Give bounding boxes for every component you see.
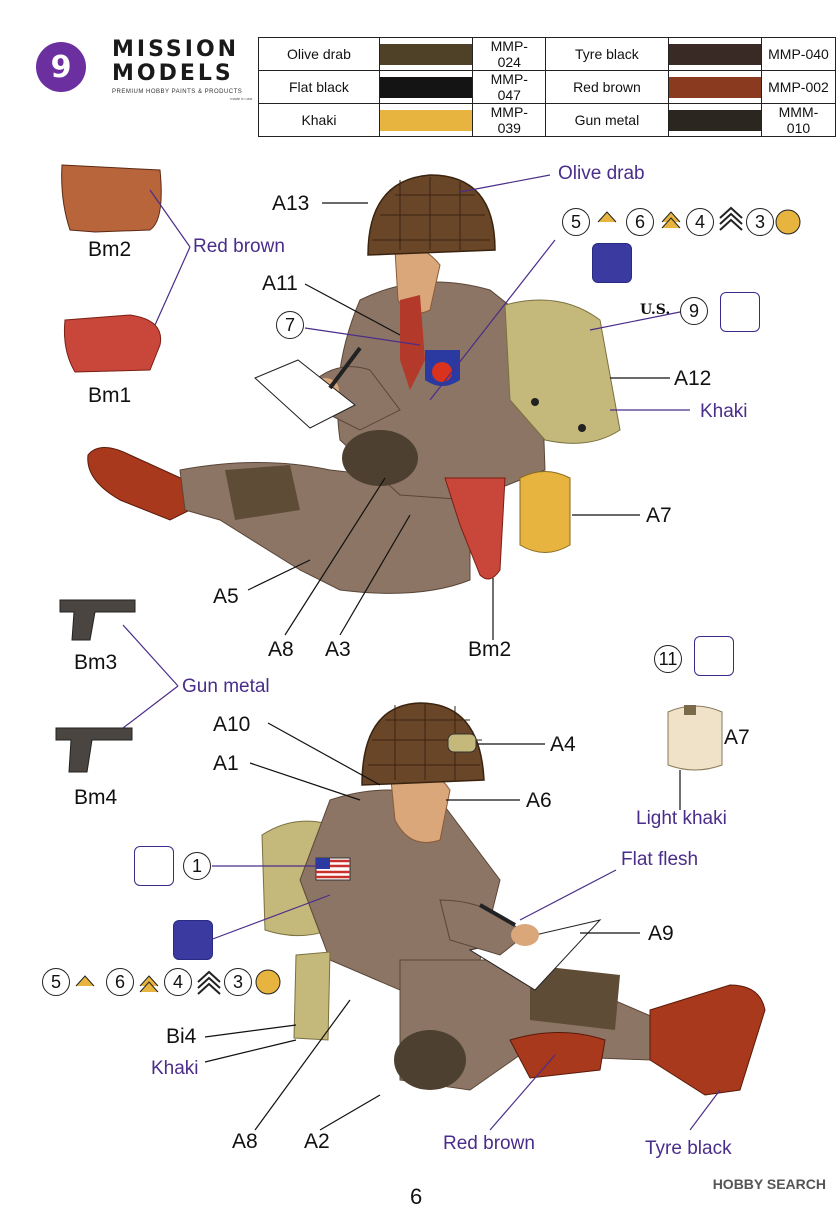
color-leader-lines xyxy=(122,174,721,1131)
paint-row: Flat black MMP-047 Red brown MMP-002 xyxy=(258,70,836,104)
paint-swatch xyxy=(378,103,474,137)
decal-number-11: 11 xyxy=(654,645,682,673)
decal-water-icon xyxy=(134,846,174,886)
paint-name: Red brown xyxy=(545,70,669,104)
decal-number-1: 1 xyxy=(183,852,211,880)
part-label-bi4: Bi4 xyxy=(166,1025,197,1048)
part-label-a13: A13 xyxy=(272,192,310,215)
decal-art xyxy=(75,206,801,995)
part-label-bm3: Bm3 xyxy=(74,651,118,674)
decal-placement-icon xyxy=(173,920,213,960)
paint-name: Flat black xyxy=(258,70,380,104)
paint-code: MMP-040 xyxy=(760,37,836,71)
decal-number-3: 3 xyxy=(746,208,774,236)
paint-name: Olive drab xyxy=(258,37,380,71)
paint-row: Olive drab MMP-024 Tyre black MMP-040 xyxy=(258,37,836,71)
paint-table: Olive drab MMP-024 Tyre black MMP-040 Fl… xyxy=(258,37,836,137)
holster-parts xyxy=(61,164,162,373)
part-label-a9: A9 xyxy=(648,922,674,945)
paint-code: MMP-002 xyxy=(760,70,836,104)
part-label-bm1: Bm1 xyxy=(88,384,132,407)
decal-number-9: 9 xyxy=(680,297,708,325)
mission-models-logo: MISSION MODELS PREMIUM HOBBY PAINTS & PR… xyxy=(112,37,252,102)
top-figure xyxy=(87,174,621,594)
part-label-a12: A12 xyxy=(674,367,712,390)
decal-number-5: 5 xyxy=(562,208,590,236)
brand-tagline: PREMIUM HOBBY PAINTS & PRODUCTS xyxy=(112,89,243,95)
color-label-red-brown-bottom: Red brown xyxy=(443,1133,535,1154)
us-marking: U.S. xyxy=(640,302,671,318)
part-label-a2: A2 xyxy=(304,1130,330,1153)
brand-line-2: MODELS xyxy=(112,61,234,86)
part-label-a8: A8 xyxy=(268,638,294,661)
color-label-khaki-bottom: Khaki xyxy=(151,1058,199,1079)
canteen-detail xyxy=(667,705,723,771)
paint-name: Tyre black xyxy=(545,37,669,71)
part-label-bm2: Bm2 xyxy=(468,638,512,661)
decal-number-6: 6 xyxy=(626,208,654,236)
color-label-olive-drab: Olive drab xyxy=(558,163,645,184)
paint-swatch xyxy=(667,103,762,137)
part-label-a3: A3 xyxy=(325,638,351,661)
page-number: 6 xyxy=(410,1184,423,1209)
color-label-flat-flesh: Flat flesh xyxy=(621,849,699,870)
paint-code: MMP-024 xyxy=(472,37,547,71)
paint-code: MMM-010 xyxy=(760,103,836,137)
brand-made-in: made in usa xyxy=(230,96,252,101)
brand-line-1: MISSION xyxy=(112,37,240,62)
part-label-bm2-holster: Bm2 xyxy=(88,238,132,261)
part-label-a6: A6 xyxy=(526,789,552,812)
decal-water-icon xyxy=(694,636,734,676)
part-label-a1: A1 xyxy=(213,752,239,775)
pistol-parts xyxy=(55,599,136,773)
color-label-gun-metal: Gun metal xyxy=(182,676,270,697)
step-number-badge: 9 xyxy=(36,42,86,92)
part-label-a4: A4 xyxy=(550,733,576,756)
paint-code: MMP-047 xyxy=(472,70,547,104)
part-label-a11: A11 xyxy=(262,272,298,295)
paint-name: Gun metal xyxy=(545,103,669,137)
paint-name: Khaki xyxy=(258,103,380,137)
watermark: HOBBY SEARCH xyxy=(712,1176,826,1192)
part-label-a10: A10 xyxy=(213,713,251,736)
paint-swatch xyxy=(378,70,474,104)
part-label-a8-bottom: A8 xyxy=(232,1130,258,1153)
part-label-a7: A7 xyxy=(646,504,672,527)
color-label-tyre-black: Tyre black xyxy=(645,1138,732,1159)
decal-number-4-bottom: 4 xyxy=(164,968,192,996)
part-label-a5: A5 xyxy=(213,585,239,608)
decal-placement-icon xyxy=(592,243,632,283)
decal-number-6-bottom: 6 xyxy=(106,968,134,996)
decal-number-7: 7 xyxy=(276,311,304,339)
bottom-figure xyxy=(261,702,766,1096)
color-label-khaki: Khaki xyxy=(700,401,748,422)
decal-number-5-bottom: 5 xyxy=(42,968,70,996)
color-label-red-brown: Red brown xyxy=(193,236,285,257)
part-label-bm4: Bm4 xyxy=(74,786,118,809)
paint-row: Khaki MMP-039 Gun metal MMM-010 xyxy=(258,103,836,137)
leader-lines xyxy=(204,202,681,1131)
color-label-light-khaki: Light khaki xyxy=(636,808,727,829)
decal-number-3-bottom: 3 xyxy=(224,968,252,996)
decal-water-icon xyxy=(720,292,760,332)
paint-code: MMP-039 xyxy=(472,103,547,137)
decal-number-4: 4 xyxy=(686,208,714,236)
part-label-a7-canteen: A7 xyxy=(724,726,750,749)
paint-swatch xyxy=(667,70,762,104)
